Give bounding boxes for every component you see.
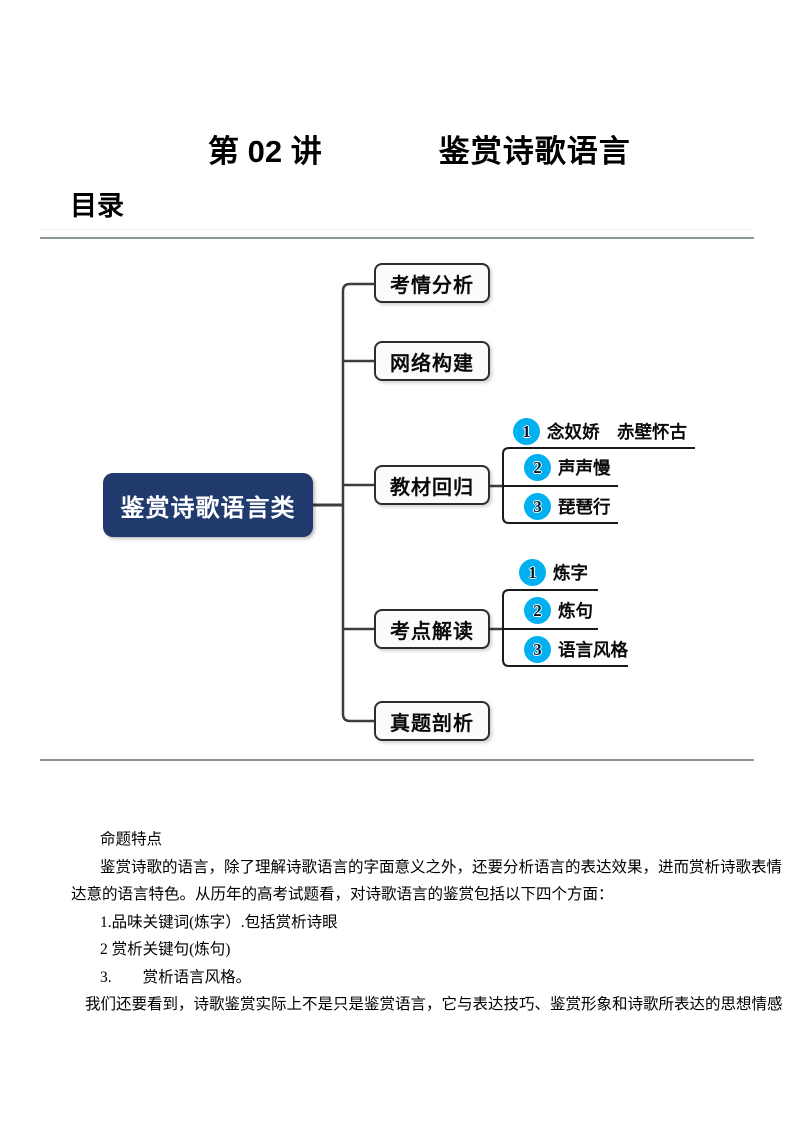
item-label: 念奴娇 赤壁怀古 (547, 422, 687, 442)
branch-real-question-analysis: 真题剖析 (374, 701, 490, 741)
body-line: 达意的语言特色。从历年的高考试题看，对诗歌语言的鉴赏包括以下四个方面： (71, 886, 614, 903)
body-line: 我们还要看到，诗歌鉴赏实际上不是只是鉴赏语言，它与表达技巧、鉴赏形象和诗歌所表达… (85, 996, 783, 1013)
item-label: 语言风格 (558, 640, 628, 660)
body-line: 3. 赏析语言风格。 (100, 968, 252, 986)
item-number-circle: 3 (524, 493, 551, 520)
item-number-circle: 2 (524, 454, 551, 481)
keypoint-item-3: 3 语言风格 (524, 636, 628, 663)
branch-network-building: 网络构建 (374, 341, 490, 381)
item-number-circle: 1 (519, 559, 546, 586)
body-line: 命题特点 (100, 831, 163, 848)
body-line: 1.品味关键词(炼字）.包括赏析诗眼 (100, 913, 338, 931)
item-label: 声声慢 (558, 458, 611, 478)
branch-keypoint-interpretation: 考点解读 (374, 609, 490, 649)
toc-heading: 目录 (70, 191, 124, 221)
item-number-circle: 2 (524, 597, 551, 624)
item-label: 炼句 (558, 601, 593, 621)
branch-exam-analysis: 考情分析 (374, 263, 490, 303)
body-text-block: 命题特点 鉴赏诗歌的语言，除了理解诗歌语言的字面意义之外，还要分析语言的表达效果… (71, 826, 783, 1019)
item-number-circle: 3 (524, 636, 551, 663)
body-line: 鉴赏诗歌的语言，除了理解诗歌语言的字面意义之外，还要分析语言的表达效果，进而赏析… (100, 858, 783, 876)
divider-top (40, 229, 754, 239)
divider-bottom (40, 759, 754, 761)
mindmap-root-node: 鉴赏诗歌语言类 (103, 473, 313, 537)
item-number-circle: 1 (513, 418, 540, 445)
lecture-number: 第 02 讲 (208, 134, 322, 169)
body-line: 2 赏析关键句(炼句) (100, 941, 231, 958)
keypoint-item-2: 2 炼句 (524, 597, 593, 624)
branch-textbook-return: 教材回归 (374, 465, 490, 505)
keypoint-item-1: 1 炼字 (519, 559, 588, 586)
item-label: 炼字 (553, 563, 588, 583)
textbook-item-2: 2 声声慢 (524, 454, 611, 481)
textbook-item-3: 3 琵琶行 (524, 493, 611, 520)
lecture-title: 鉴赏诗歌语言 (438, 134, 631, 169)
item-label: 琵琶行 (558, 497, 611, 517)
page-title: 第 02 讲 鉴赏诗歌语言 (208, 126, 631, 171)
textbook-item-1: 1 念奴娇 赤壁怀古 (513, 418, 687, 445)
